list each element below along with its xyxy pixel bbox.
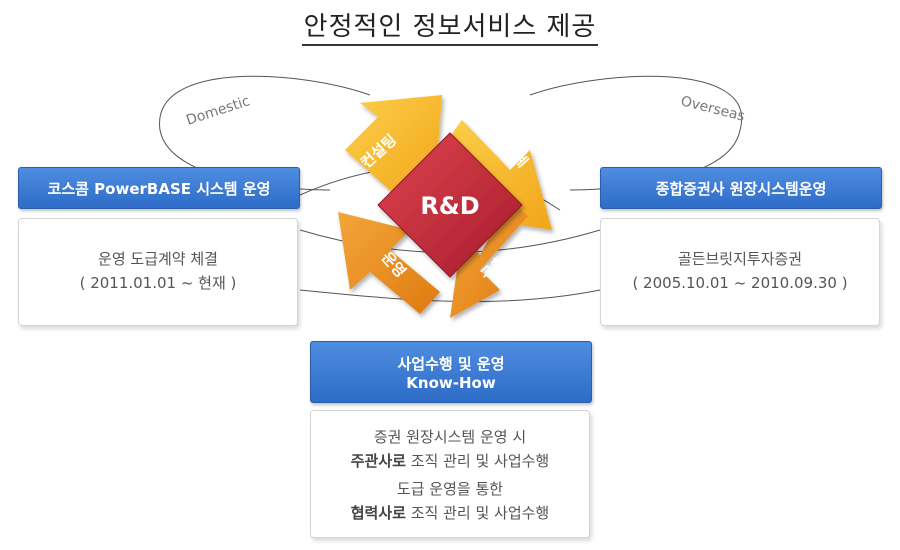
bottom-detail-line2-bold: 주관사로 — [350, 452, 406, 470]
bottom-detail-box: 증권 원장시스템 운영 시 주관사로 조직 관리 및 사업수행 도급 운영을 통… — [310, 410, 590, 538]
right-detail-box: 골든브릿지투자증권 ( 2005.10.01 ~ 2010.09.30 ) — [600, 218, 880, 326]
bottom-detail-line2-rest: 조직 관리 및 사업수행 — [405, 452, 550, 470]
domestic-label: Domestic — [184, 93, 252, 129]
arrow-operate — [338, 212, 440, 314]
arrow-build — [450, 200, 528, 318]
right-detail-line1: 골든브릿지투자증권 — [677, 250, 803, 268]
left-header: 코스콤 PowerBASE 시스템 운영 — [18, 167, 300, 209]
left-detail-box: 운영 도급계약 체결 ( 2011.01.01 ~ 현재 ) — [18, 218, 298, 326]
left-detail-line1: 운영 도급계약 체결 — [98, 250, 218, 268]
bottom-detail-line4-rest: 조직 관리 및 사업수행 — [405, 504, 550, 522]
bottom-header: 사업수행 및 운영 Know-How — [310, 341, 592, 403]
left-detail-line2: ( 2011.01.01 ~ 현재 ) — [79, 274, 237, 292]
bottom-detail-line2: 주관사로 조직 관리 및 사업수행 — [311, 449, 589, 473]
rnd-label: R&D — [420, 192, 479, 220]
bottom-detail-line4: 협력사로 조직 관리 및 사업수행 — [311, 501, 589, 525]
bottom-detail-line1: 증권 원장시스템 운영 시 — [373, 428, 527, 446]
right-header: 종합증권사 원장시스템운영 — [600, 167, 882, 209]
rnd-diamond — [377, 132, 523, 278]
left-header-text: 코스콤 PowerBASE 시스템 운영 — [47, 179, 271, 198]
bottom-header-line2: Know-How — [406, 373, 496, 392]
link-line-3 — [299, 289, 601, 303]
arrow-design — [440, 120, 552, 230]
right-header-text: 종합증권사 원장시스템운영 — [655, 179, 827, 198]
page-title: 안정적인 정보서비스 제공 — [0, 6, 900, 46]
right-detail-line2: ( 2005.10.01 ~ 2010.09.30 ) — [632, 274, 848, 292]
bottom-detail-line3: 도급 운영을 통한 — [396, 480, 504, 498]
overseas-label: Overseas — [679, 93, 746, 124]
bottom-detail-line4-bold: 협력사로 — [350, 504, 406, 522]
bottom-header-line1: 사업수행 및 운영 — [397, 354, 505, 373]
